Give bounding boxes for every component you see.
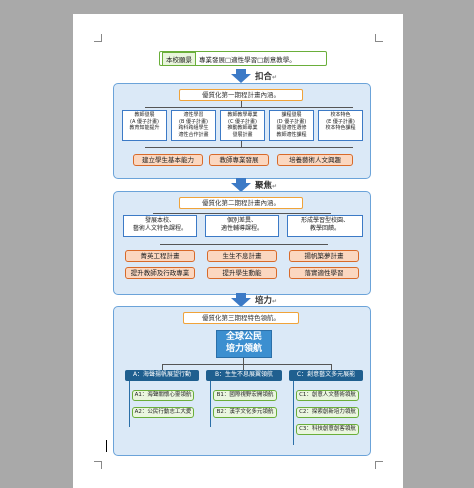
phase3-title: 優質化第三期程特色領航。: [183, 312, 299, 324]
vision-banner: 本校願景 專業發展□適性學習□創意教學。: [159, 51, 327, 66]
stage-arrow-stem-3: [236, 293, 246, 298]
vision-label: 本校願景: [162, 51, 196, 66]
phase3-connector: [162, 364, 163, 370]
phase3-column-item: A1：海聲關懷心靈領航: [132, 390, 194, 401]
phase3-connector: [210, 381, 211, 427]
phase3-center: 全球公民 培力領航: [216, 330, 272, 358]
phase3-column-item: B2：漢字文化多元領航: [213, 407, 277, 418]
phase1-title: 優質化第一期程計畫內涵。: [179, 89, 303, 101]
phase1-connector: [241, 141, 242, 147]
phase3-column-head: A：海聲揚帆展望行動: [125, 370, 199, 381]
phase2-outcome: 菁英工程計畫: [125, 250, 195, 262]
phase1-outcome: 教師專業發展: [209, 154, 269, 166]
phase2-item: 形成學習型校園、 教學回饋。: [287, 215, 363, 237]
phase3-connector: [243, 358, 244, 364]
phase3-center-line-1: 全球公民: [225, 332, 262, 342]
phase1-item: 教師發展 (A 優子計畫) 教育知能提升: [122, 110, 167, 141]
stage-arrow-2: [231, 183, 251, 192]
phase1-connector: [145, 147, 353, 148]
return-mark: ↵: [272, 298, 278, 305]
phase3-connector: [331, 364, 332, 370]
phase1-item: 課程發展 (D 優子計畫) 開發適性選修 教師適性課程: [269, 110, 314, 141]
stage-arrow-1: [231, 74, 251, 83]
phase1-item: 校本特色 (E 優子計畫) 校本特色課程: [318, 110, 363, 141]
stage-arrow-3: [231, 298, 251, 307]
phase1-connector: [241, 101, 242, 107]
stage-label-3-text: 培力: [255, 296, 273, 306]
phase2-item: 個別差異、 適性輔導課程。: [205, 215, 279, 237]
stage-label-2: 聚焦↵: [255, 179, 277, 191]
phase1-connector: [145, 107, 353, 108]
stage-arrow-stem-2: [236, 178, 246, 183]
crop-mark-bottom-right: [375, 461, 383, 469]
phase3-connector: [293, 381, 294, 445]
phase3-column-head: C：創意藝文多元展能: [289, 370, 363, 381]
return-mark: ↵: [272, 183, 278, 190]
crop-mark-top-right: [375, 34, 383, 42]
phase3-connector: [129, 381, 130, 427]
phase3-connector: [243, 364, 244, 370]
phase3-column-item: C2：探索創新培力領航: [296, 407, 359, 418]
crop-mark-top-left: [94, 34, 102, 42]
vision-text: 專業發展□適性學習□創意教學。: [199, 55, 296, 64]
phase2-outcome: 提升教師及行政專業: [125, 267, 195, 279]
crop-mark-bottom-left: [94, 461, 102, 469]
phase3-column-item: C1：創意人文藝術領航: [296, 390, 359, 401]
phase1-item: 教師教學專業 (C 優子計畫) 推動教師專業 發展計畫: [220, 110, 265, 141]
phase2-outcome: 生生不息計畫: [207, 250, 277, 262]
text-cursor: [106, 440, 107, 452]
stage-label-1-text: 扣合: [255, 72, 273, 82]
phase1-item: 適性學習 (B 優子計畫) 跨科跨組學生 適性合作計畫: [171, 110, 216, 141]
stage-label-3: 培力↵: [255, 294, 277, 306]
phase2-title: 優質化第二期程計畫內涵。: [179, 197, 303, 209]
phase3-connector: [162, 364, 332, 365]
phase2-outcome: 落實適性學習: [289, 267, 359, 279]
phase3-center-line-2: 培力領航: [225, 344, 262, 354]
phase2-connector: [153, 213, 331, 214]
phase1-outcome: 培養藝術人文興趣: [277, 154, 353, 166]
phase2-outcome: 揚帆築夢計畫: [289, 250, 359, 262]
phase3-column-item: B1：國際視野宏開領航: [213, 390, 277, 401]
phase3-column-item: A2：公民行動志工大愛: [132, 407, 194, 418]
document-page: 本校願景 專業發展□適性學習□創意教學。 扣合↵ 優質化第一期程計畫內涵。 教師…: [73, 14, 403, 488]
stage-label-1: 扣合↵: [255, 70, 277, 82]
return-mark: ↵: [272, 74, 278, 81]
phase2-outcome: 提升學生動能: [207, 267, 277, 279]
phase2-connector: [160, 244, 328, 245]
stage-label-2-text: 聚焦: [255, 181, 273, 191]
phase1-outcome: 建立學生基本能力: [133, 154, 203, 166]
phase3-column-head: B：生生不息展翼領航: [206, 370, 282, 381]
stage-arrow-stem-1: [236, 69, 246, 74]
phase3-column-item: C3：科技創意創客領航: [296, 424, 359, 435]
phase2-item: 發展本校、 藝術人文特色課程。: [123, 215, 197, 237]
